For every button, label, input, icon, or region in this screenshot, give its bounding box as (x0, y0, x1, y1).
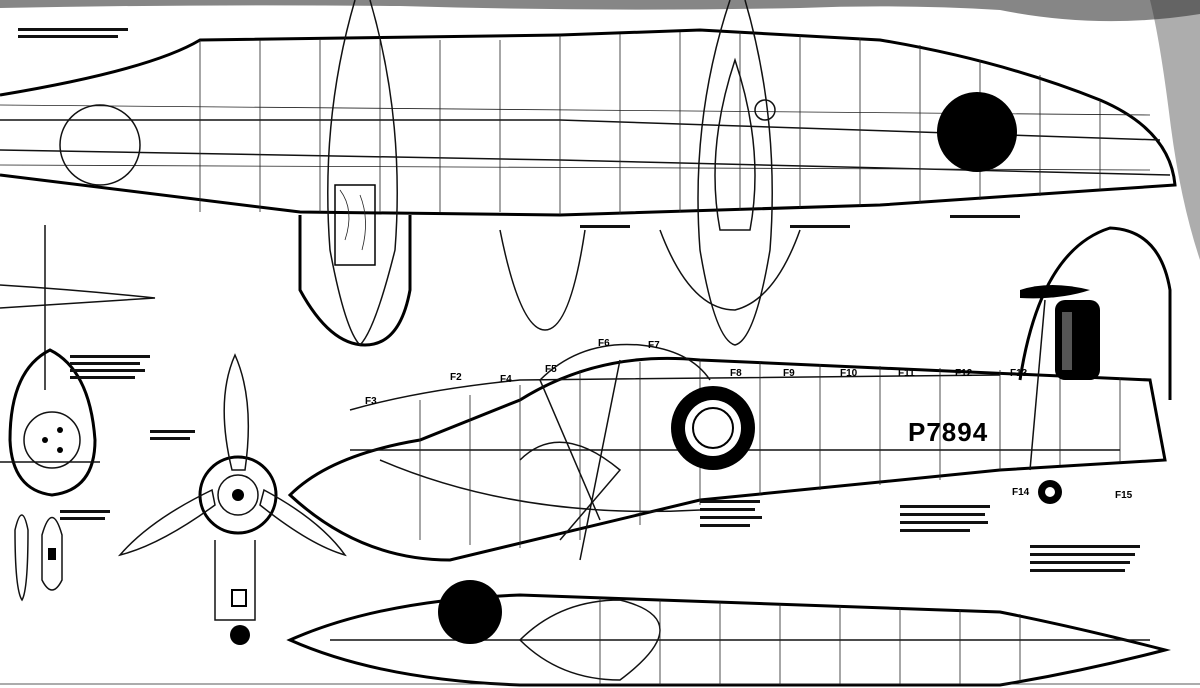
wing-planform-view (0, 0, 1177, 347)
station-label: F14 (1012, 487, 1030, 498)
station-label: F5 (545, 364, 557, 375)
annotation-blocks (18, 28, 1140, 572)
station-label: F15 (1115, 490, 1133, 501)
roundel-marking (937, 92, 1017, 172)
tailplane-view (0, 225, 156, 390)
station-label: F8 (730, 368, 742, 379)
station-labels: F2 F3 F4 F5 F6 F7 F8 F9 F10 F11 F12 F13 … (365, 338, 1133, 501)
station-label: F3 (365, 396, 377, 407)
station-label: F2 (450, 372, 462, 383)
station-label: F10 (840, 368, 858, 379)
fuselage-side-view: P7894 (287, 226, 1172, 562)
station-label: F9 (783, 368, 795, 379)
station-label: F7 (648, 340, 660, 351)
propeller-front-view (117, 353, 347, 645)
station-label: F11 (898, 368, 915, 379)
aircraft-serial: P7894 (908, 417, 988, 447)
station-label: F4 (500, 374, 512, 385)
fuselage-plan-view (286, 580, 1171, 687)
station-label: F6 (598, 338, 610, 349)
front-view (0, 348, 100, 602)
station-label: F12 (955, 368, 973, 379)
scan-edge-noise (0, 0, 1200, 260)
station-label: F13 (1010, 368, 1028, 379)
